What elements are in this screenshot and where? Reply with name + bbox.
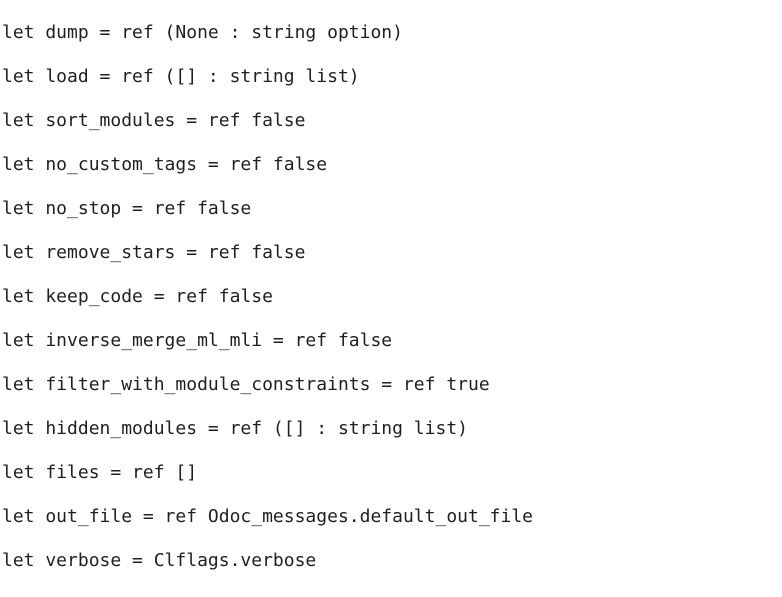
code-line-filter-with-module-constraints: let filter_with_module_constraints = ref… (2, 374, 490, 395)
code-line-hidden-modules: let hidden_modules = ref ([] : string li… (2, 418, 468, 439)
code-line-keep-code: let keep_code = ref false (2, 286, 273, 307)
code-line-files: let files = ref [] (2, 462, 198, 483)
code-line-out-file: let out_file = ref Odoc_messages.default… (2, 506, 534, 527)
code-line-load: let load = ref ([] : string list) (2, 66, 360, 87)
code-line-no-custom-tags: let no_custom_tags = ref false (2, 154, 328, 175)
code-line-dump: let dump = ref (None : string option) (2, 22, 403, 43)
code-line-inverse-merge-ml-mli: let inverse_merge_ml_mli = ref false (2, 330, 393, 351)
code-line-verbose: let verbose = Clflags.verbose (2, 550, 317, 571)
code-line-no-stop: let no_stop = ref false (2, 198, 252, 219)
code-line-sort-modules: let sort_modules = ref false (2, 110, 306, 131)
code-line-remove-stars: let remove_stars = ref false (2, 242, 306, 263)
